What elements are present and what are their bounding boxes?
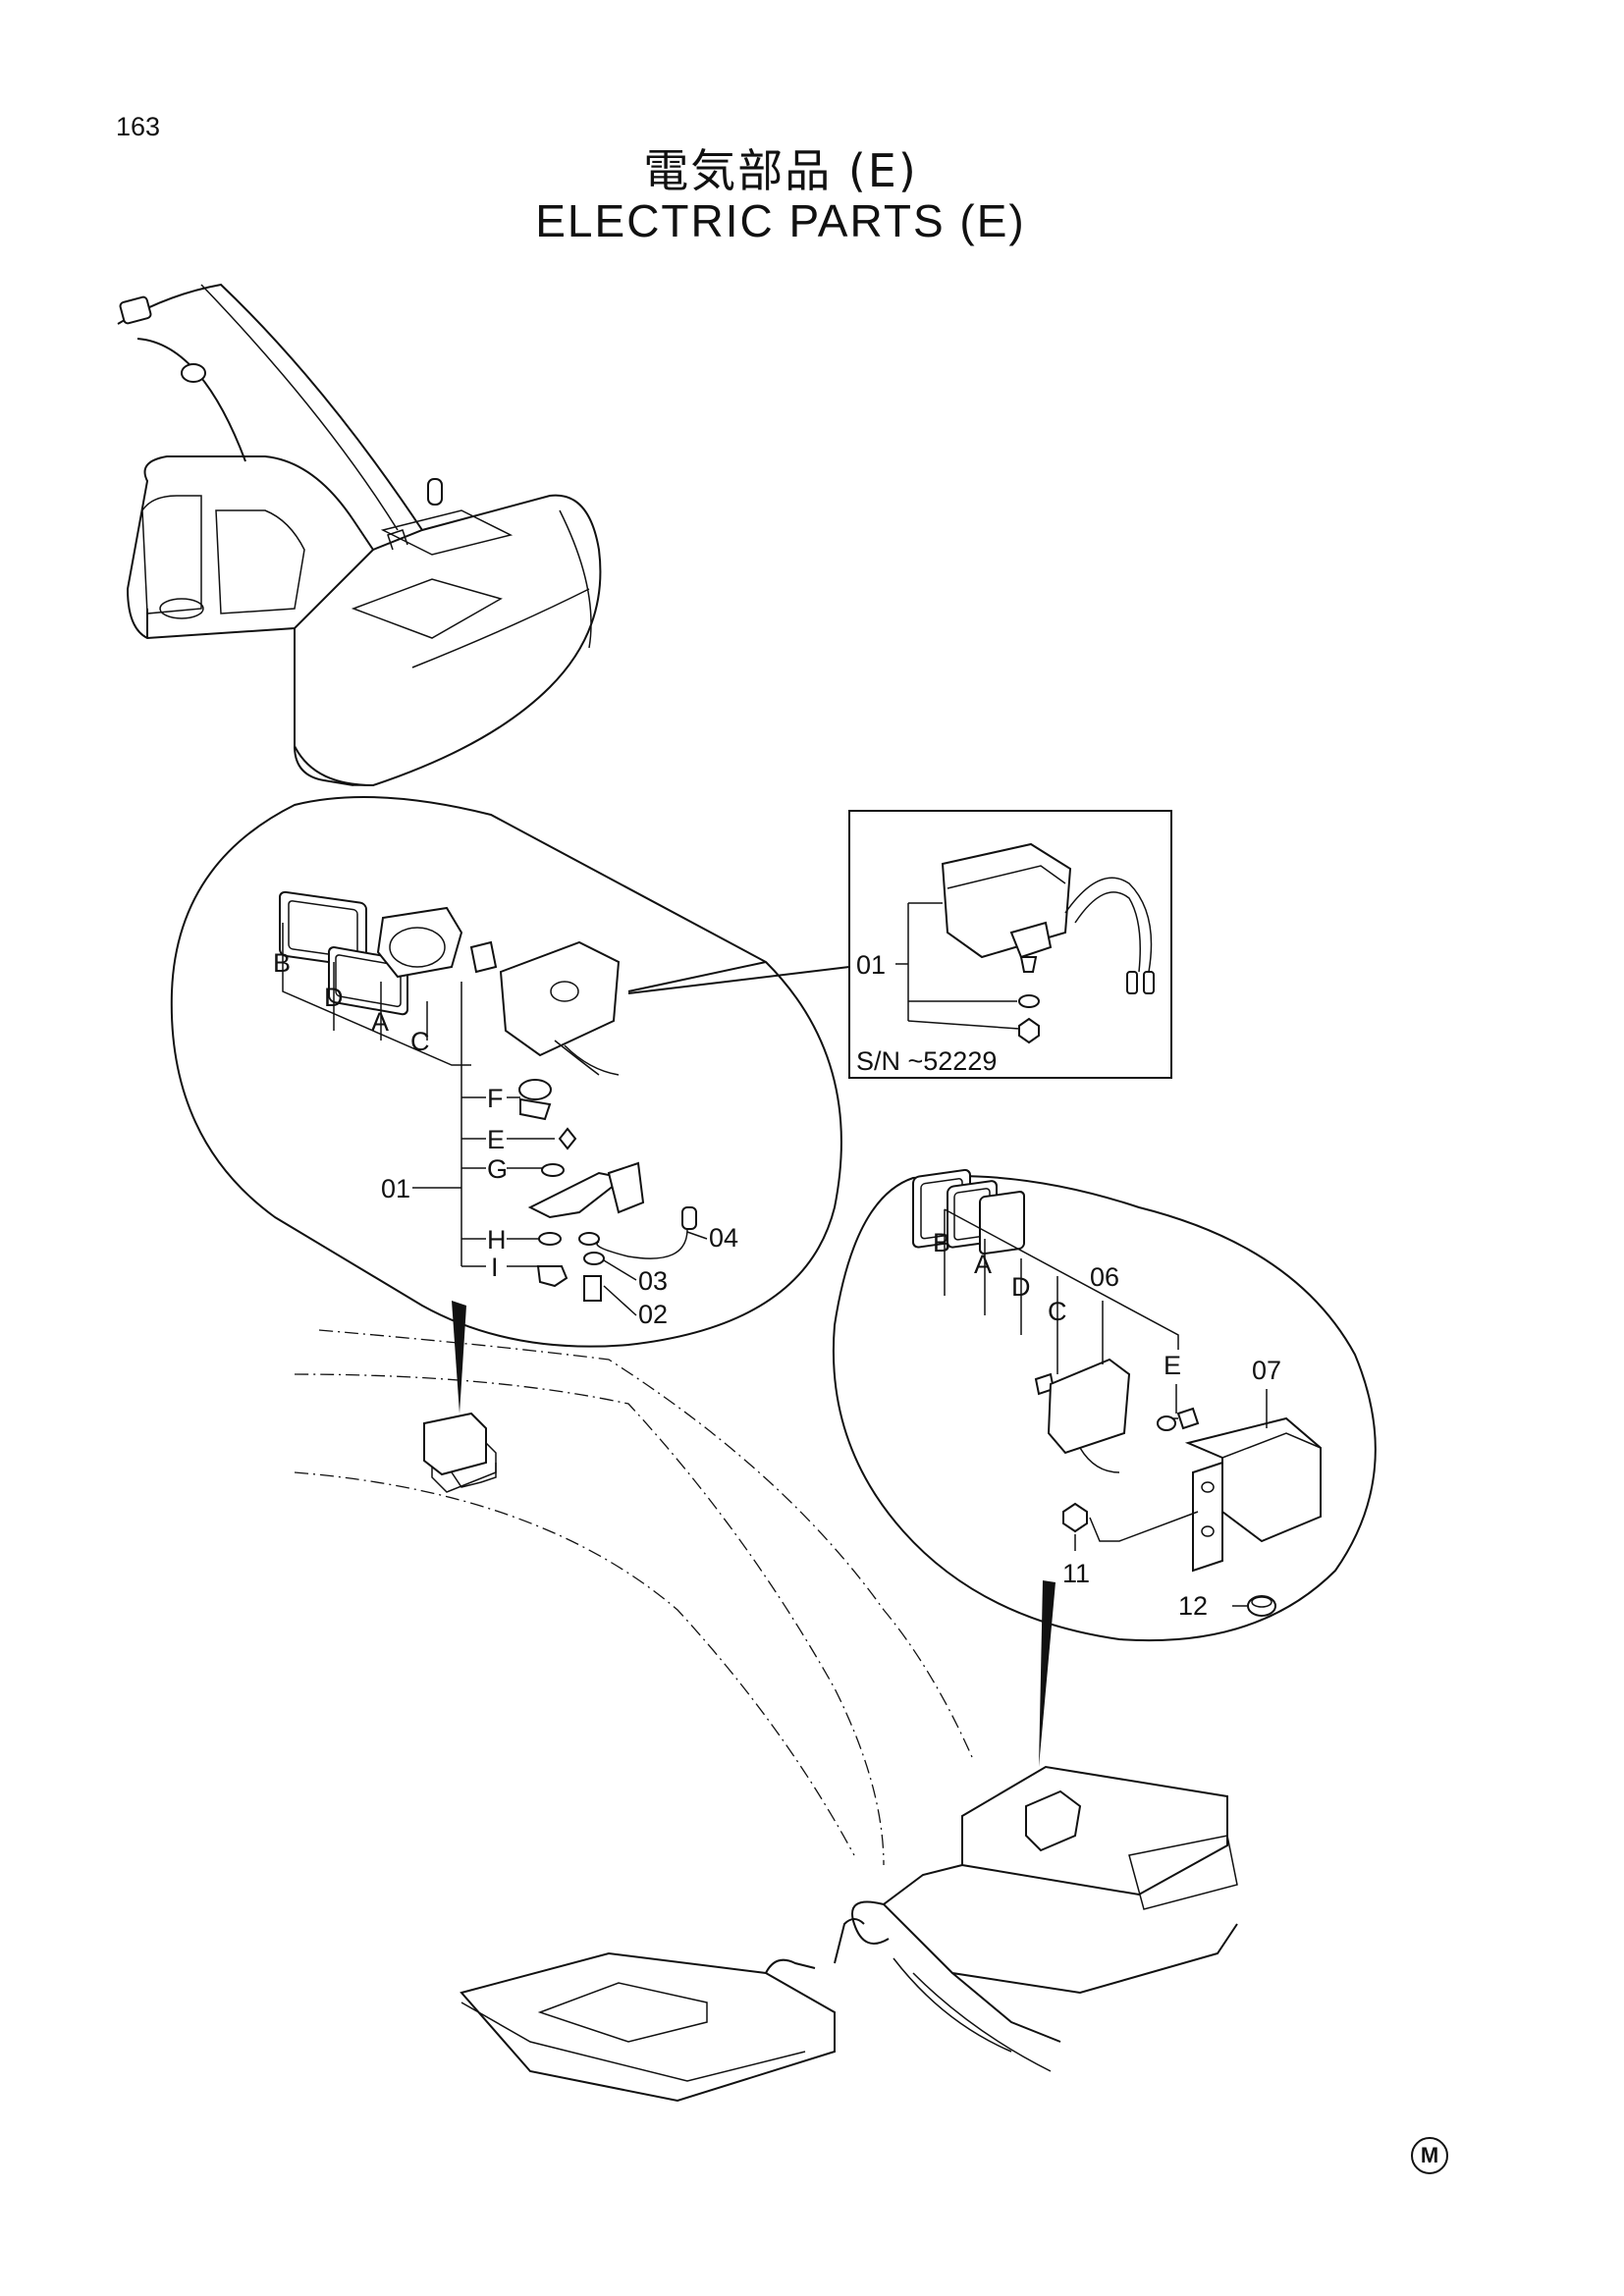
right-lamp-parts xyxy=(912,1168,1322,1617)
label-b-right: B xyxy=(933,1228,950,1257)
label-g: G xyxy=(487,1154,508,1184)
label-ref-11: 11 xyxy=(1062,1559,1090,1588)
left-detail-labels: B D A C F E G H I 01 02 03 04 xyxy=(273,948,738,1329)
detail-pointers xyxy=(452,1301,1056,1767)
label-b: B xyxy=(273,948,291,978)
manufacturer-mark: M xyxy=(1411,2137,1448,2174)
label-e: E xyxy=(487,1125,505,1154)
left-leader-lines xyxy=(282,923,708,1316)
left-lamp-parts xyxy=(279,890,697,1302)
right-detail-labels: B A D C 06 E 07 11 12 xyxy=(933,1228,1281,1621)
left-lamp-detail-oval xyxy=(170,796,850,1348)
serial-note: S/N ~52229 xyxy=(856,1046,997,1076)
label-e-right: E xyxy=(1164,1351,1181,1380)
right-lamp-detail-oval xyxy=(832,1175,1377,1642)
title-english: ELECTRIC PARTS (E) xyxy=(535,195,1026,246)
label-d: D xyxy=(324,983,344,1012)
label-f: F xyxy=(487,1084,504,1113)
label-ref-02: 02 xyxy=(638,1300,668,1329)
inset-label-01: 01 xyxy=(856,950,886,980)
label-i: I xyxy=(491,1253,499,1282)
label-ref-04: 04 xyxy=(709,1223,738,1253)
label-a: A xyxy=(371,1007,389,1037)
label-a-right: A xyxy=(974,1250,992,1279)
right-leader-lines xyxy=(944,1208,1268,1607)
label-ref-07: 07 xyxy=(1252,1356,1281,1385)
label-ref-03: 03 xyxy=(638,1266,668,1296)
label-ref-12: 12 xyxy=(1178,1591,1208,1621)
label-h: H xyxy=(487,1225,507,1255)
serial-inset-box: 01 S/N ~52229 xyxy=(848,810,1172,1079)
label-ref-01: 01 xyxy=(381,1174,410,1203)
label-ref-06: 06 xyxy=(1090,1262,1119,1292)
excavator-cab-illustration xyxy=(117,283,602,787)
machine-body-illustration xyxy=(294,1329,1238,2103)
label-c-right: C xyxy=(1048,1297,1067,1326)
title-japanese: 電気部品 (E) xyxy=(643,144,918,197)
label-c: C xyxy=(410,1027,430,1056)
page-number: 163 xyxy=(116,112,161,141)
label-d-right: D xyxy=(1011,1272,1031,1302)
